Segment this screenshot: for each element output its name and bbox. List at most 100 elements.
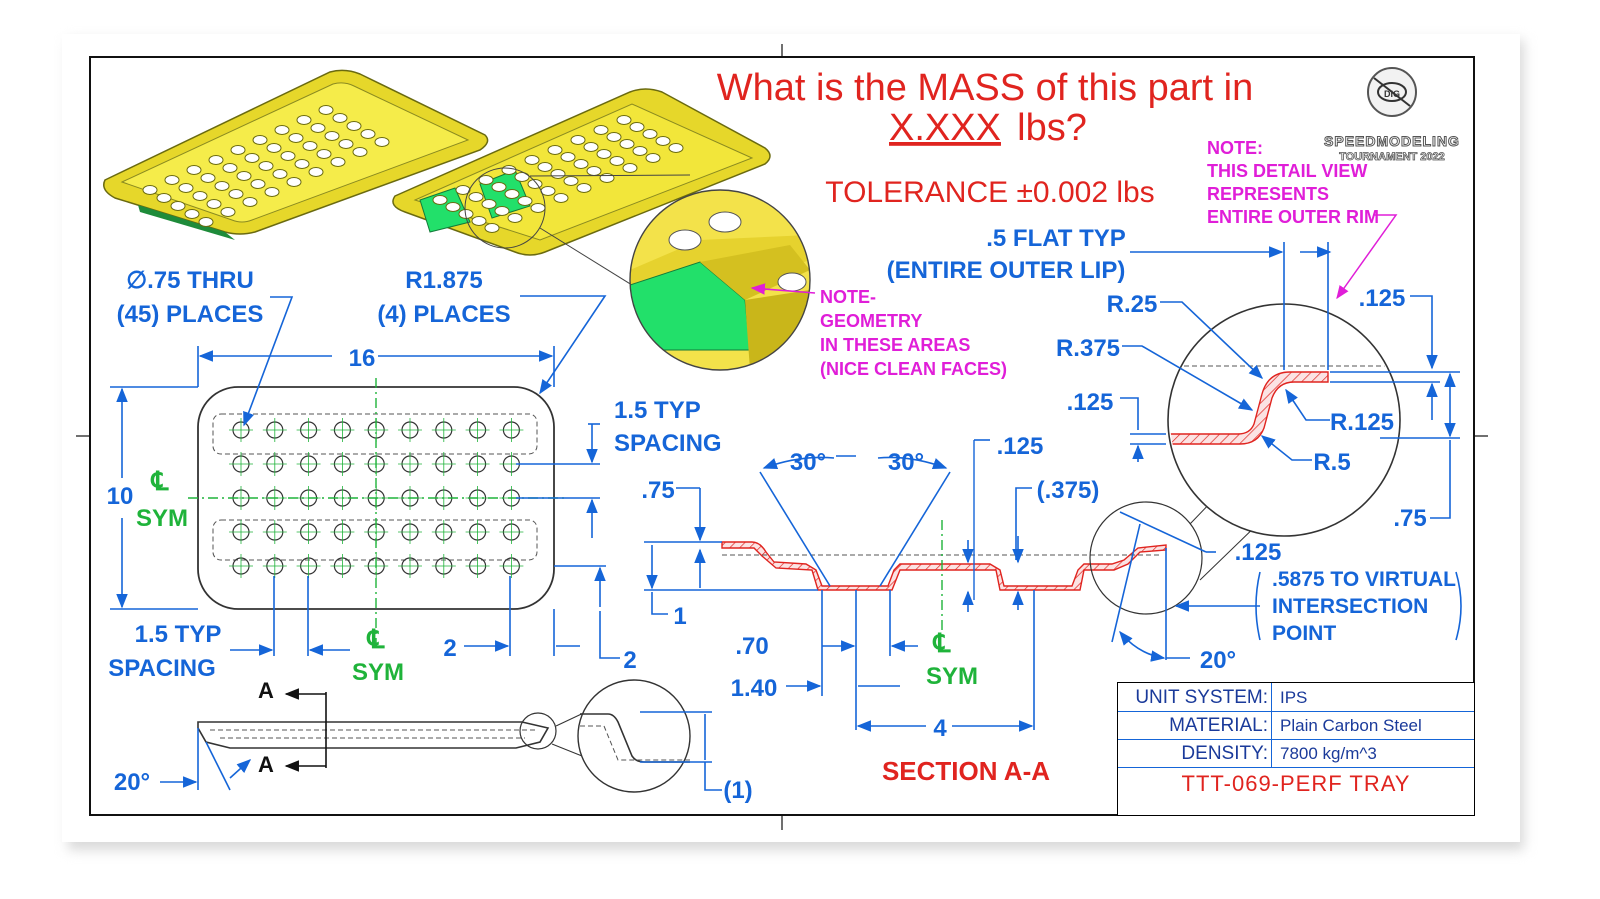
iso-hole bbox=[504, 189, 520, 199]
iso-hole bbox=[484, 223, 500, 233]
iso-hole bbox=[586, 166, 602, 176]
material-label: MATERIAL: bbox=[1169, 715, 1268, 736]
iso-hole bbox=[214, 181, 230, 191]
iso-hole bbox=[553, 193, 569, 203]
title-block: UNIT SYSTEM: IPS MATERIAL: Plain Carbon … bbox=[1117, 682, 1475, 816]
svg-text:REPRESENTS: REPRESENTS bbox=[1207, 184, 1329, 204]
iso-hole bbox=[642, 129, 658, 139]
angle-left: 30° bbox=[790, 449, 826, 476]
material-value: Plain Carbon Steel bbox=[1280, 716, 1422, 735]
flat-1: .5 FLAT TYP bbox=[986, 225, 1126, 252]
iso-hole bbox=[198, 217, 214, 227]
radius-callout-2: (4) PLACES bbox=[377, 301, 510, 328]
dim-width: 16 bbox=[349, 345, 376, 372]
iso-hole bbox=[308, 167, 324, 177]
iso-hole bbox=[445, 202, 461, 212]
svg-text:DIG: DIG bbox=[1384, 89, 1400, 99]
zoom-detail-bubble bbox=[464, 167, 816, 371]
unit-system-label: UNIT SYSTEM: bbox=[1135, 687, 1268, 708]
cl-h-symbol: ℄ bbox=[151, 466, 170, 496]
r5: R.5 bbox=[1313, 449, 1350, 476]
iso-hole bbox=[346, 121, 362, 131]
iso-hole bbox=[468, 192, 484, 202]
cl-v-symbol: ℄ bbox=[367, 624, 386, 654]
rim-note: NOTE: THIS DETAIL VIEW REPRESENTS ENTIRE… bbox=[1207, 138, 1398, 300]
section-arrow-bottom: A bbox=[258, 752, 274, 777]
sec-125b: .125 bbox=[1235, 539, 1282, 566]
iso-hole bbox=[302, 141, 318, 151]
iso-hole bbox=[560, 152, 576, 162]
iso-hole bbox=[622, 163, 638, 173]
logo-line-1: SPEEDMODELING bbox=[1324, 133, 1460, 149]
iso-hole bbox=[242, 197, 258, 207]
iso-hole bbox=[629, 122, 645, 132]
iso-hole bbox=[192, 191, 208, 201]
svg-text:IN THESE AREAS: IN THESE AREAS bbox=[820, 335, 970, 355]
radius-callout-1: R1.875 bbox=[405, 267, 482, 294]
svg-text:NOTE:: NOTE: bbox=[1207, 138, 1263, 158]
iso-hole bbox=[593, 125, 609, 135]
title-block-row-unit: UNIT SYSTEM: IPS bbox=[1118, 683, 1474, 712]
iso-hole bbox=[606, 132, 622, 142]
side-draft: 20° bbox=[114, 769, 150, 796]
cl-h-sym: SYM bbox=[136, 505, 188, 532]
iso-view-top bbox=[103, 69, 489, 240]
side-detail-dim: (1) bbox=[723, 777, 752, 804]
iso-hole bbox=[596, 149, 612, 159]
iso-hole bbox=[478, 175, 494, 185]
iso-hole bbox=[206, 199, 222, 209]
iso-hole bbox=[244, 153, 260, 163]
sec-70: .70 bbox=[735, 633, 768, 660]
virtual-1: .5875 TO VIRTUAL bbox=[1272, 568, 1456, 591]
iso-hole bbox=[655, 136, 671, 146]
side-view: (1) A A 20° bbox=[114, 678, 753, 804]
unit-system-value: IPS bbox=[1280, 688, 1308, 707]
iso-hole bbox=[563, 176, 579, 186]
iso-hole bbox=[230, 145, 246, 155]
iso-hole bbox=[537, 162, 553, 172]
iso-hole bbox=[264, 187, 280, 197]
svg-text:(NICE CLEAN FACES): (NICE CLEAN FACES) bbox=[820, 359, 1007, 379]
iso-hole bbox=[494, 206, 510, 216]
iso-hole bbox=[318, 105, 334, 115]
iso-hole bbox=[164, 175, 180, 185]
iso-hole bbox=[228, 189, 244, 199]
iso-hole bbox=[316, 149, 332, 159]
title-block-divider bbox=[1271, 683, 1272, 767]
iso-hole bbox=[274, 125, 290, 135]
iso-hole bbox=[507, 213, 523, 223]
iso-hole bbox=[272, 169, 288, 179]
virtual-3: POINT bbox=[1272, 622, 1336, 645]
iso-hole bbox=[250, 179, 266, 189]
iso-hole bbox=[609, 156, 625, 166]
iso-hole bbox=[517, 196, 533, 206]
iso-hole bbox=[332, 113, 348, 123]
title-line-2-value: X.XXX bbox=[889, 107, 1001, 149]
iso-hole bbox=[514, 172, 530, 182]
iso-hole bbox=[432, 195, 448, 205]
iso-hole bbox=[599, 173, 615, 183]
iso-hole bbox=[220, 207, 236, 217]
iso-hole bbox=[540, 186, 556, 196]
iso-hole bbox=[170, 201, 186, 211]
title-line-2-unit: lbs? bbox=[1017, 107, 1087, 149]
r375: R.375 bbox=[1056, 335, 1120, 362]
iso-hole bbox=[455, 185, 471, 195]
tolerance: TOLERANCE ±0.002 lbs bbox=[825, 176, 1154, 209]
tournament-logo: DIG SPEEDMODELING TOURNAMENT 2022 bbox=[1324, 67, 1460, 163]
iso-hole bbox=[616, 115, 632, 125]
iso-hole bbox=[471, 216, 487, 226]
iso-hole bbox=[286, 177, 302, 187]
sec-125: .125 bbox=[997, 433, 1044, 460]
row-spacing-2: SPACING bbox=[614, 430, 722, 457]
iso-hole bbox=[530, 203, 546, 213]
svg-text:GEOMETRY: GEOMETRY bbox=[820, 311, 922, 331]
sec-cl-sym: SYM bbox=[926, 663, 978, 690]
iso-hole bbox=[481, 199, 497, 209]
iso-hole bbox=[501, 165, 517, 175]
iso-hole bbox=[330, 157, 346, 167]
iso-hole bbox=[550, 169, 566, 179]
edge-y: 2 bbox=[623, 647, 636, 674]
row-spacing-1: 1.5 TYP bbox=[614, 397, 701, 424]
